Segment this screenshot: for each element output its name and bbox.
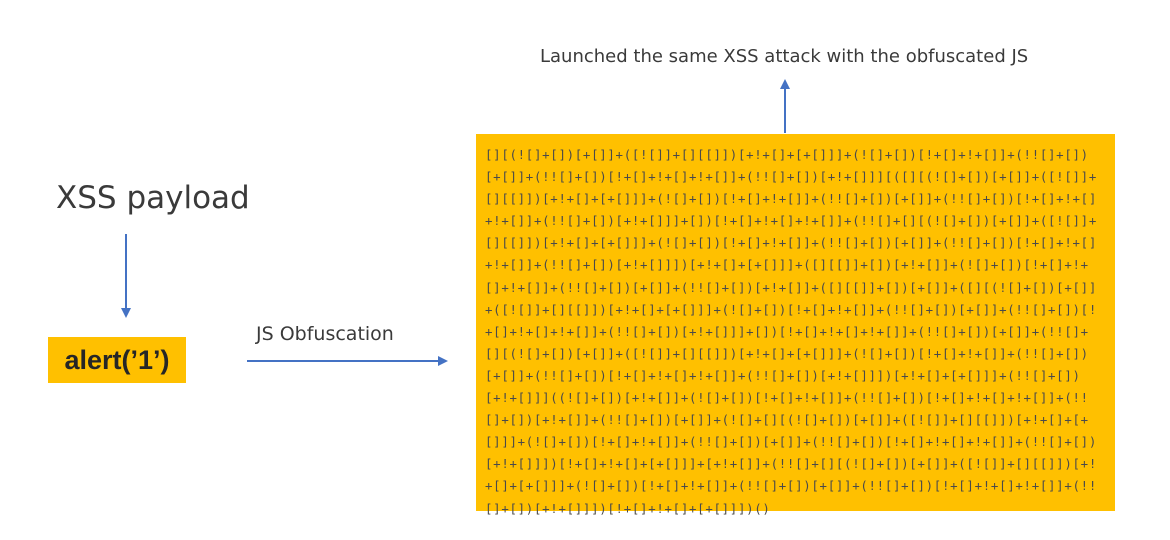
- payload-code: alert(’1’): [64, 344, 170, 375]
- result-caption: Launched the same XSS attack with the ob…: [540, 46, 1029, 67]
- payload-title: XSS payload: [56, 180, 250, 216]
- payload-code-box: alert(’1’): [48, 337, 186, 383]
- obfuscation-label: JS Obfuscation: [256, 323, 394, 345]
- obfuscated-code: [][(![]+[])[+[]]+([![]]+[][[]])[+!+[]+[+…: [485, 147, 1097, 516]
- obfuscated-code-box: [][(![]+[])[+[]]+([![]]+[][[]])[+!+[]+[+…: [476, 134, 1115, 516]
